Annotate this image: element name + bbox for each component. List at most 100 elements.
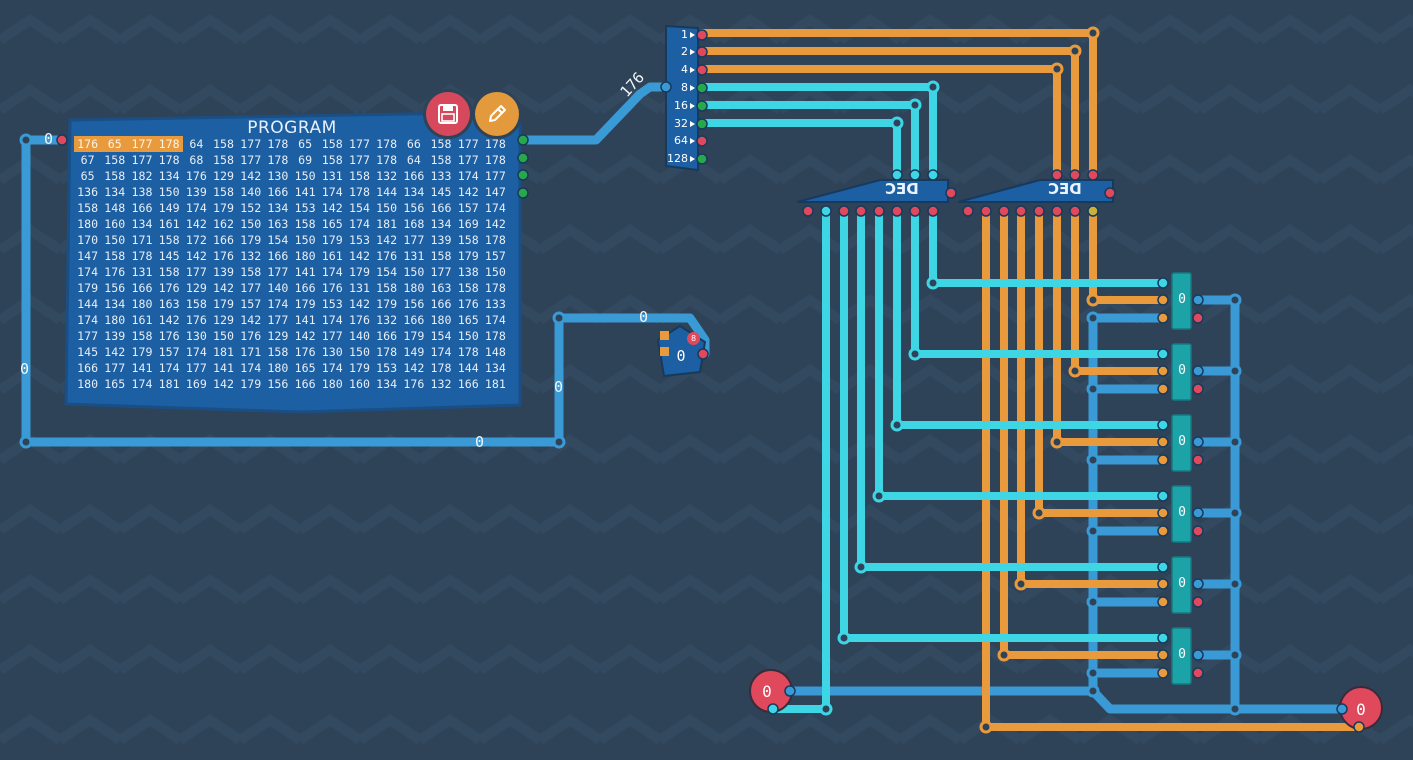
bit-splitter[interactable] — [665, 24, 699, 172]
bit32-wire[interactable] — [698, 119, 901, 179]
program-cell[interactable]: 129 — [185, 281, 207, 295]
register[interactable] — [1171, 272, 1192, 330]
program-cell[interactable]: 158 — [321, 153, 343, 167]
program-cell[interactable]: 177 — [240, 153, 262, 167]
wire-node[interactable] — [819, 702, 833, 716]
program-cell[interactable]: 163 — [267, 217, 289, 231]
program-cell[interactable]: 177 — [185, 265, 207, 279]
program-cell[interactable]: 174 — [185, 201, 207, 215]
register-pin[interactable] — [1192, 596, 1204, 608]
register-pin[interactable] — [1157, 596, 1169, 608]
input-node-pin[interactable] — [767, 703, 779, 715]
wire-node[interactable] — [1086, 595, 1100, 609]
program-cell[interactable]: 142 — [185, 249, 207, 263]
program-cell[interactable]: 166 — [213, 233, 234, 247]
program-cell[interactable]: 138 — [131, 185, 153, 199]
program-cell[interactable]: 177 — [348, 153, 370, 167]
program-cell[interactable]: 66 — [406, 137, 421, 151]
wire-node[interactable] — [1228, 364, 1242, 378]
decoder-pin[interactable] — [998, 205, 1010, 217]
program-cell[interactable]: 178 — [457, 345, 479, 359]
program-cell[interactable]: 150 — [457, 329, 479, 343]
program-cell[interactable]: 132 — [376, 169, 398, 183]
program-cell[interactable]: 68 — [189, 153, 204, 167]
program-cell[interactable]: 131 — [403, 249, 425, 263]
decoder-pin[interactable] — [927, 205, 939, 217]
program-cell[interactable]: 156 — [267, 377, 289, 391]
program-cell[interactable]: 138 — [457, 265, 479, 279]
program-cell[interactable]: 129 — [213, 313, 234, 327]
output-node-pin[interactable] — [1336, 703, 1348, 715]
decoder-1[interactable] — [796, 179, 949, 203]
program-cell[interactable]: 158 — [348, 169, 370, 183]
program-cell[interactable]: 150 — [376, 201, 398, 215]
program-cell[interactable]: 144 — [77, 297, 99, 311]
program-cell[interactable]: 140 — [267, 281, 289, 295]
program-cell[interactable]: 174 — [321, 361, 343, 375]
program-cell[interactable]: 179 — [348, 265, 370, 279]
wire-node[interactable] — [1032, 506, 1046, 520]
program-cell[interactable]: 180 — [131, 297, 153, 311]
program-cell[interactable]: 179 — [348, 361, 370, 375]
program-cell[interactable]: 174 — [321, 313, 343, 327]
wire-node[interactable] — [872, 489, 886, 503]
program-cell[interactable]: 148 — [104, 201, 126, 215]
program-cell[interactable]: 156 — [403, 297, 425, 311]
program-cell[interactable]: 165 — [457, 313, 479, 327]
register-pin[interactable] — [1157, 419, 1169, 431]
program-cell[interactable]: 166 — [131, 281, 153, 295]
wire-node[interactable] — [1050, 62, 1064, 76]
program-cell[interactable]: 179 — [321, 233, 343, 247]
program-cell[interactable]: 145 — [77, 345, 99, 359]
program-cell[interactable]: 171 — [240, 345, 262, 359]
program-cell[interactable]: 142 — [457, 185, 479, 199]
register-pin[interactable] — [1192, 578, 1204, 590]
decoder-pin[interactable] — [945, 187, 957, 199]
program-cell[interactable]: 176 — [240, 329, 262, 343]
program-cell[interactable]: 181 — [213, 345, 234, 359]
register-pin[interactable] — [1192, 507, 1204, 519]
program-cell[interactable]: 133 — [484, 297, 506, 311]
counter-pin[interactable] — [697, 348, 709, 360]
program-cell[interactable]: 145 — [158, 249, 180, 263]
program-cell[interactable]: 134 — [131, 217, 153, 231]
program-cell[interactable]: 178 — [267, 137, 289, 151]
program-cell[interactable]: 178 — [484, 153, 506, 167]
program-cell[interactable]: 158 — [158, 265, 180, 279]
program-cell[interactable]: 179 — [457, 249, 479, 263]
program-cell[interactable]: 154 — [267, 233, 289, 247]
program-cell[interactable]: 171 — [131, 233, 153, 247]
program-cell[interactable]: 178 — [376, 153, 398, 167]
program-cell[interactable]: 130 — [321, 345, 343, 359]
counter-pin[interactable] — [660, 81, 672, 93]
program-cell[interactable]: 180 — [104, 313, 126, 327]
program-cell[interactable]: 158 — [213, 153, 234, 167]
program-cell[interactable]: 179 — [213, 201, 234, 215]
decoder-pin[interactable] — [1087, 205, 1099, 217]
splitter-pin[interactable] — [696, 46, 708, 58]
program-cell[interactable]: 166 — [267, 185, 289, 199]
program-cell[interactable]: 169 — [457, 217, 479, 231]
program-cell[interactable]: 130 — [267, 169, 289, 183]
splitter-pin[interactable] — [696, 118, 708, 130]
program-cell[interactable]: 178 — [376, 137, 398, 151]
program-cell[interactable]: 179 — [403, 329, 425, 343]
register-pin[interactable] — [1192, 312, 1204, 324]
program-cell[interactable]: 176 — [213, 249, 234, 263]
program-pin[interactable] — [517, 187, 529, 199]
wire-node[interactable] — [1086, 666, 1100, 680]
decoder-pin[interactable] — [802, 205, 814, 217]
decoder-pin[interactable] — [1051, 169, 1063, 181]
program-cell[interactable]: 180 — [430, 313, 452, 327]
program-cell[interactable]: 180 — [294, 249, 316, 263]
program-cell[interactable]: 142 — [104, 345, 126, 359]
wire-node[interactable] — [926, 276, 940, 290]
program-cell[interactable]: 139 — [104, 329, 126, 343]
program-cell[interactable]: 176 — [348, 313, 370, 327]
program-cell[interactable]: 153 — [321, 297, 343, 311]
register-pin[interactable] — [1157, 578, 1169, 590]
program-cell[interactable]: 140 — [348, 329, 370, 343]
program-cell[interactable]: 139 — [213, 265, 234, 279]
